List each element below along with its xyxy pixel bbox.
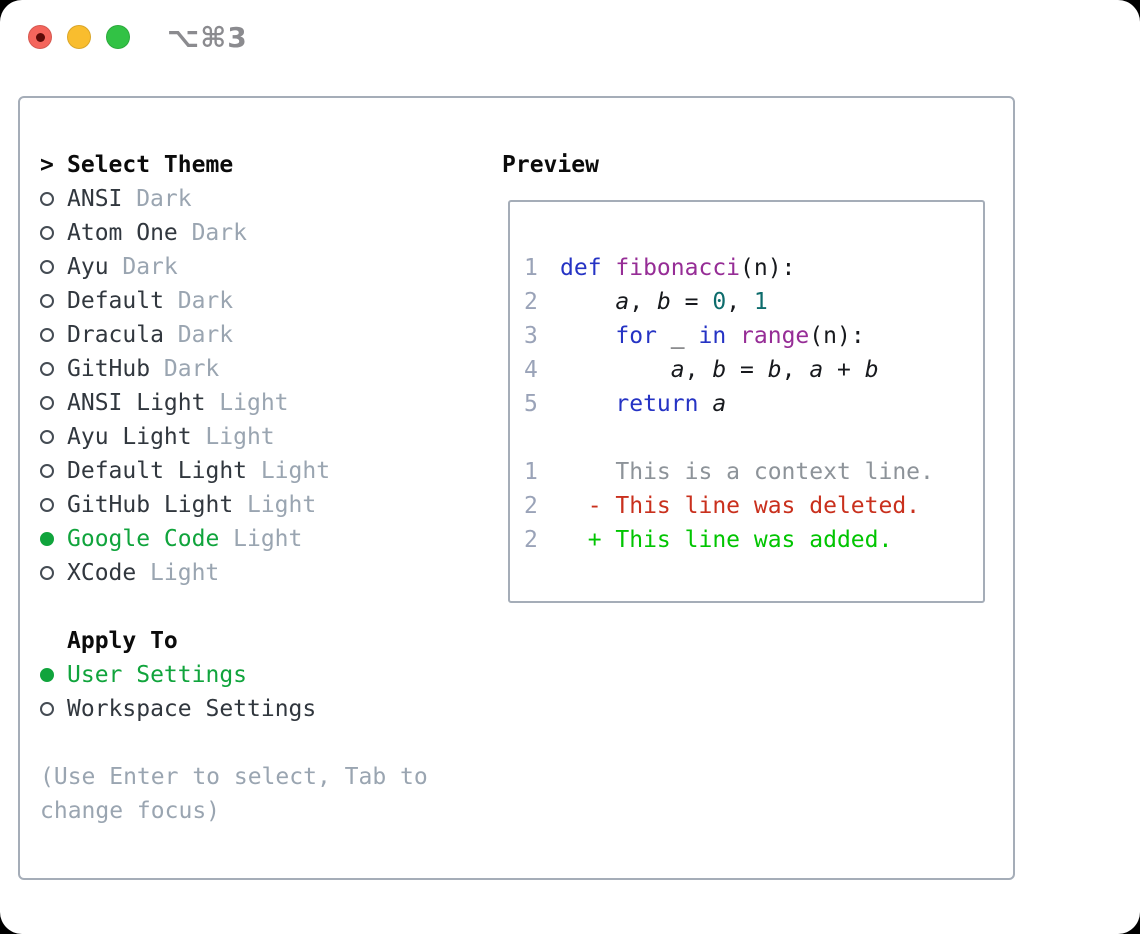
line-number: 2	[524, 289, 538, 315]
line-number: 5	[524, 391, 538, 417]
line-number: 3	[524, 323, 538, 349]
apply-option-workspace-settings[interactable]: Workspace Settings	[40, 692, 428, 726]
radio-icon	[40, 464, 67, 478]
theme-option-github-dark[interactable]: GitHub Dark	[40, 352, 428, 386]
theme-name: Ayu	[67, 254, 109, 280]
apply-to-header: Apply To	[40, 624, 428, 658]
theme-variant: Light	[246, 492, 317, 518]
radio-icon	[40, 702, 67, 716]
theme-option-atom-one-dark[interactable]: Atom One Dark	[40, 216, 428, 250]
radio-icon	[40, 294, 67, 308]
theme-option-default-light[interactable]: Default Light Light	[40, 454, 428, 488]
code-line: 1 This is a context line.	[524, 459, 934, 485]
code-line: 2 - This line was deleted.	[524, 493, 921, 519]
code-line: 2 + This line was added.	[524, 527, 893, 553]
apply-option-label: User Settings	[67, 662, 248, 688]
radio-icon	[40, 566, 67, 580]
preview-title: Preview	[502, 152, 599, 178]
theme-selector-panel: > Select Theme ANSI Dark Atom One Dark A…	[18, 96, 1015, 880]
zoom-button[interactable]	[106, 25, 130, 49]
line-number: 2	[524, 493, 538, 519]
apply-to-title: Apply To	[67, 628, 178, 654]
code-line: 3 for _ in range(n):	[524, 323, 865, 349]
theme-variant: Dark	[136, 186, 192, 212]
theme-name: Dracula	[67, 322, 164, 348]
line-number: 1	[524, 459, 538, 485]
theme-option-default-dark[interactable]: Default Dark	[40, 284, 428, 318]
line-number: 2	[524, 527, 538, 553]
theme-variant: Light	[205, 424, 275, 450]
theme-variant: Dark	[122, 254, 178, 280]
theme-variant: Light	[150, 560, 220, 586]
theme-list-title: Select Theme	[67, 152, 234, 178]
radio-selected-icon	[40, 668, 67, 682]
theme-option-google-code[interactable]: Google Code Light	[40, 522, 428, 556]
theme-variant: Light	[219, 390, 289, 416]
radio-icon	[40, 328, 67, 342]
theme-option-ayu-light[interactable]: Ayu Light Light	[40, 420, 428, 454]
theme-option-github-light[interactable]: GitHub Light Light	[40, 488, 428, 522]
theme-variant: Dark	[177, 322, 234, 348]
radio-icon	[40, 362, 67, 376]
titlebar: ⌥⌘3	[0, 0, 1140, 75]
hint-text-line-2: change focus)	[40, 798, 221, 824]
apply-option-label: Workspace Settings	[67, 696, 317, 722]
radio-icon	[40, 498, 67, 512]
theme-option-xcode[interactable]: XCode Light	[40, 556, 428, 590]
theme-name: ANSI Light	[67, 390, 206, 416]
radio-icon	[40, 260, 67, 274]
radio-icon	[40, 226, 67, 240]
theme-option-dracula-dark[interactable]: Dracula Dark	[40, 318, 428, 352]
theme-name: Default Light	[67, 458, 248, 484]
theme-name: Default	[67, 288, 164, 314]
theme-name: GitHub Light	[67, 492, 234, 518]
radio-icon	[40, 192, 67, 206]
close-dot-icon	[35, 32, 45, 42]
theme-variant: Dark	[177, 288, 234, 314]
line-number: 1	[524, 255, 538, 281]
hint-text-line-1: (Use Enter to select, Tab to	[40, 764, 428, 790]
theme-option-ansi-dark[interactable]: ANSI Dark	[40, 182, 428, 216]
radio-icon	[40, 396, 67, 410]
theme-list-header: > Select Theme	[40, 148, 428, 182]
minimize-button[interactable]	[67, 25, 91, 49]
theme-variant: Dark	[163, 356, 220, 382]
theme-list: > Select Theme ANSI Dark Atom One Dark A…	[40, 148, 428, 828]
radio-selected-icon	[40, 532, 67, 546]
theme-name: Atom One	[67, 220, 178, 246]
theme-name: ANSI	[67, 186, 123, 212]
close-button[interactable]	[28, 25, 52, 49]
spacer	[40, 590, 428, 624]
theme-option-ansi-light[interactable]: ANSI Light Light	[40, 386, 428, 420]
theme-name: Ayu Light	[67, 424, 192, 450]
radio-icon	[40, 430, 67, 444]
window-shortcut-label: ⌥⌘3	[167, 21, 248, 54]
spacer	[40, 726, 428, 760]
theme-variant: Light	[233, 526, 303, 552]
theme-name: XCode	[67, 560, 137, 586]
code-line: 4 a, b = b, a + b	[524, 357, 879, 383]
theme-variant: Dark	[191, 220, 247, 246]
theme-name: Google Code	[67, 526, 220, 552]
theme-name: GitHub	[67, 356, 151, 382]
code-line	[524, 421, 983, 455]
caret-icon: >	[40, 152, 54, 178]
theme-option-ayu-dark[interactable]: Ayu Dark	[40, 250, 428, 284]
code-line: 2 a, b = 0, 1	[524, 289, 768, 315]
theme-variant: Light	[260, 458, 331, 484]
line-number: 4	[524, 357, 538, 383]
code-line: 5 return a	[524, 391, 727, 417]
apply-option-user-settings[interactable]: User Settings	[40, 658, 428, 692]
